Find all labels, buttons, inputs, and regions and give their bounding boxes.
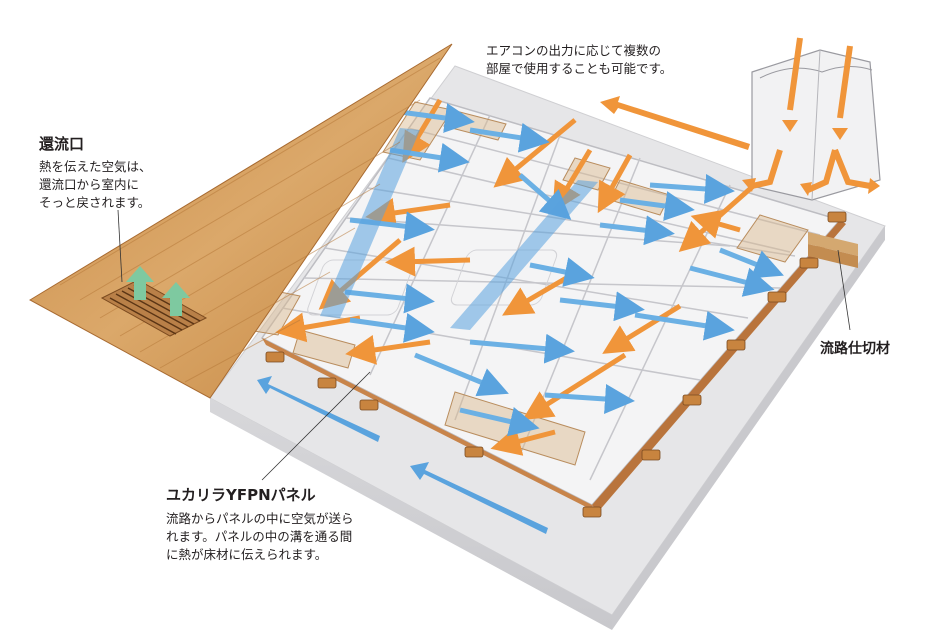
return-vent-title: 還流口 [39,135,85,153]
multi-room-note: エアコンの出力に応じて複数の 部屋で使用することも可能です。 [486,42,716,78]
leveling-feet [265,211,847,518]
panel-line3: に熱が床材に伝えられます。 [166,547,328,562]
diagonal-distribution-stripes [320,128,598,330]
return-vent-arrows [126,266,190,316]
yfpn-panel-grid [260,97,842,506]
main-channel-arrows [257,376,548,534]
multi-room-note-line1: エアコンの出力に応じて複数の [486,43,662,58]
supply-arrows [275,98,762,456]
leader-lines [117,209,851,481]
multi-room-note-line2: 部屋で使用することも可能です。 [486,61,673,76]
partition-material-label: 流路仕切材 [820,341,890,357]
wood-flooring [28,43,453,399]
panel-title: ユカリラYFPNパネル [166,486,316,504]
return-vent-description: 熱を伝えた空気は、 還流口から室内に そっと戻されます。 [39,158,189,212]
panel-line1: 流路からパネルの中に空気が送ら [166,511,354,526]
multi-room-arrow [600,96,750,150]
return-vent-line1: 熱を伝えた空気は、 [39,159,152,174]
return-vent-line3: そっと戻されます。 [39,195,151,210]
panel-line2: れます。パネルの中の溝を通る間 [166,529,353,544]
partition-material-block [808,232,858,268]
return-vent-line2: 還流口から室内に [39,177,140,192]
air-conditioner-outlet [742,37,881,201]
panel-description: 流路からパネルの中に空気が送ら れます。パネルの中の溝を通る間 に熱が床材に伝え… [166,510,406,564]
